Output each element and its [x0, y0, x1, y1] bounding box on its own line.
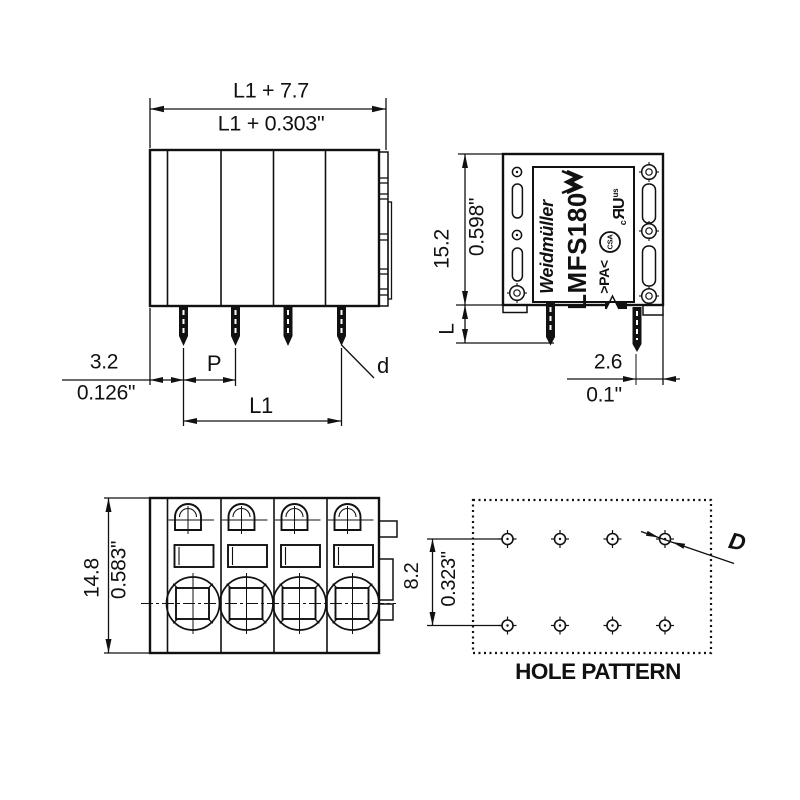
top-view: [104, 496, 398, 655]
side-dim-height-in: 0.598": [465, 197, 489, 257]
front-dim-offset-pitch: [62, 308, 375, 426]
model-label: LMFS180: [562, 192, 592, 310]
side-dim-edge-in: 0.1": [586, 383, 622, 407]
side-label-panel: [532, 166, 635, 303]
front-dim-pin-label: d: [377, 353, 389, 378]
top-dim-depth-mm: 14.8: [80, 558, 104, 598]
hole-pattern-border: [471, 498, 713, 655]
front-dim-offset-in: 0.126": [76, 381, 136, 405]
hole-pattern-title: HOLE PATTERN: [515, 658, 681, 684]
side-body-outline: [501, 152, 665, 307]
top-dim-depth-in: 0.583": [107, 540, 131, 600]
hole-dim-row-in: 0.323": [438, 551, 460, 607]
weidmueller-logo-icon: [561, 169, 584, 195]
front-solder-pins: [178, 305, 347, 347]
csa-logo-icon: [599, 231, 621, 253]
brand-label: Weidmüller: [537, 200, 557, 294]
hole-dim-row-spacing: [427, 538, 501, 627]
side-right-column: [638, 161, 660, 307]
front-dim-offset-mm: 3.2: [89, 350, 119, 374]
side-dim-height-mm: 15.2: [430, 229, 454, 269]
side-dim-pin-length: L: [435, 323, 459, 335]
front-dim-span: L1: [249, 393, 273, 418]
hole-dim-row-mm: 8.2: [401, 562, 423, 590]
material-label: >PA<: [596, 260, 612, 294]
front-view: [62, 98, 393, 426]
side-dim-edge-mm: 2.6: [593, 350, 623, 374]
side-left-column: [506, 166, 528, 304]
pin-diameter-leader: [341, 344, 375, 379]
front-dim-width-mm: L1 + 7.7: [233, 78, 309, 103]
front-dim-width: [149, 98, 387, 150]
cul-c-text: c: [618, 220, 628, 226]
cul-mark-text: ЯU: [611, 198, 628, 220]
side-dim-edge: [567, 314, 680, 385]
cul-us-logo: c ЯU us: [611, 188, 628, 226]
hole-diameter-leader: [640, 530, 735, 565]
csa-logo-text: CSA: [605, 234, 615, 250]
top-body-outline: [148, 496, 381, 655]
front-dim-pitch: P: [206, 351, 222, 376]
side-solder-pins: [546, 303, 642, 352]
hole-pattern: [427, 498, 735, 655]
side-view: [456, 152, 680, 385]
front-side-latches: [378, 151, 393, 307]
front-body-outline: [148, 148, 381, 308]
front-dim-width-in: L1 + 0.303": [217, 111, 325, 136]
top-modules: [165, 503, 380, 635]
cul-us-text: us: [611, 188, 620, 198]
top-dim-depth: [104, 497, 152, 654]
side-dim-height: [456, 153, 554, 344]
